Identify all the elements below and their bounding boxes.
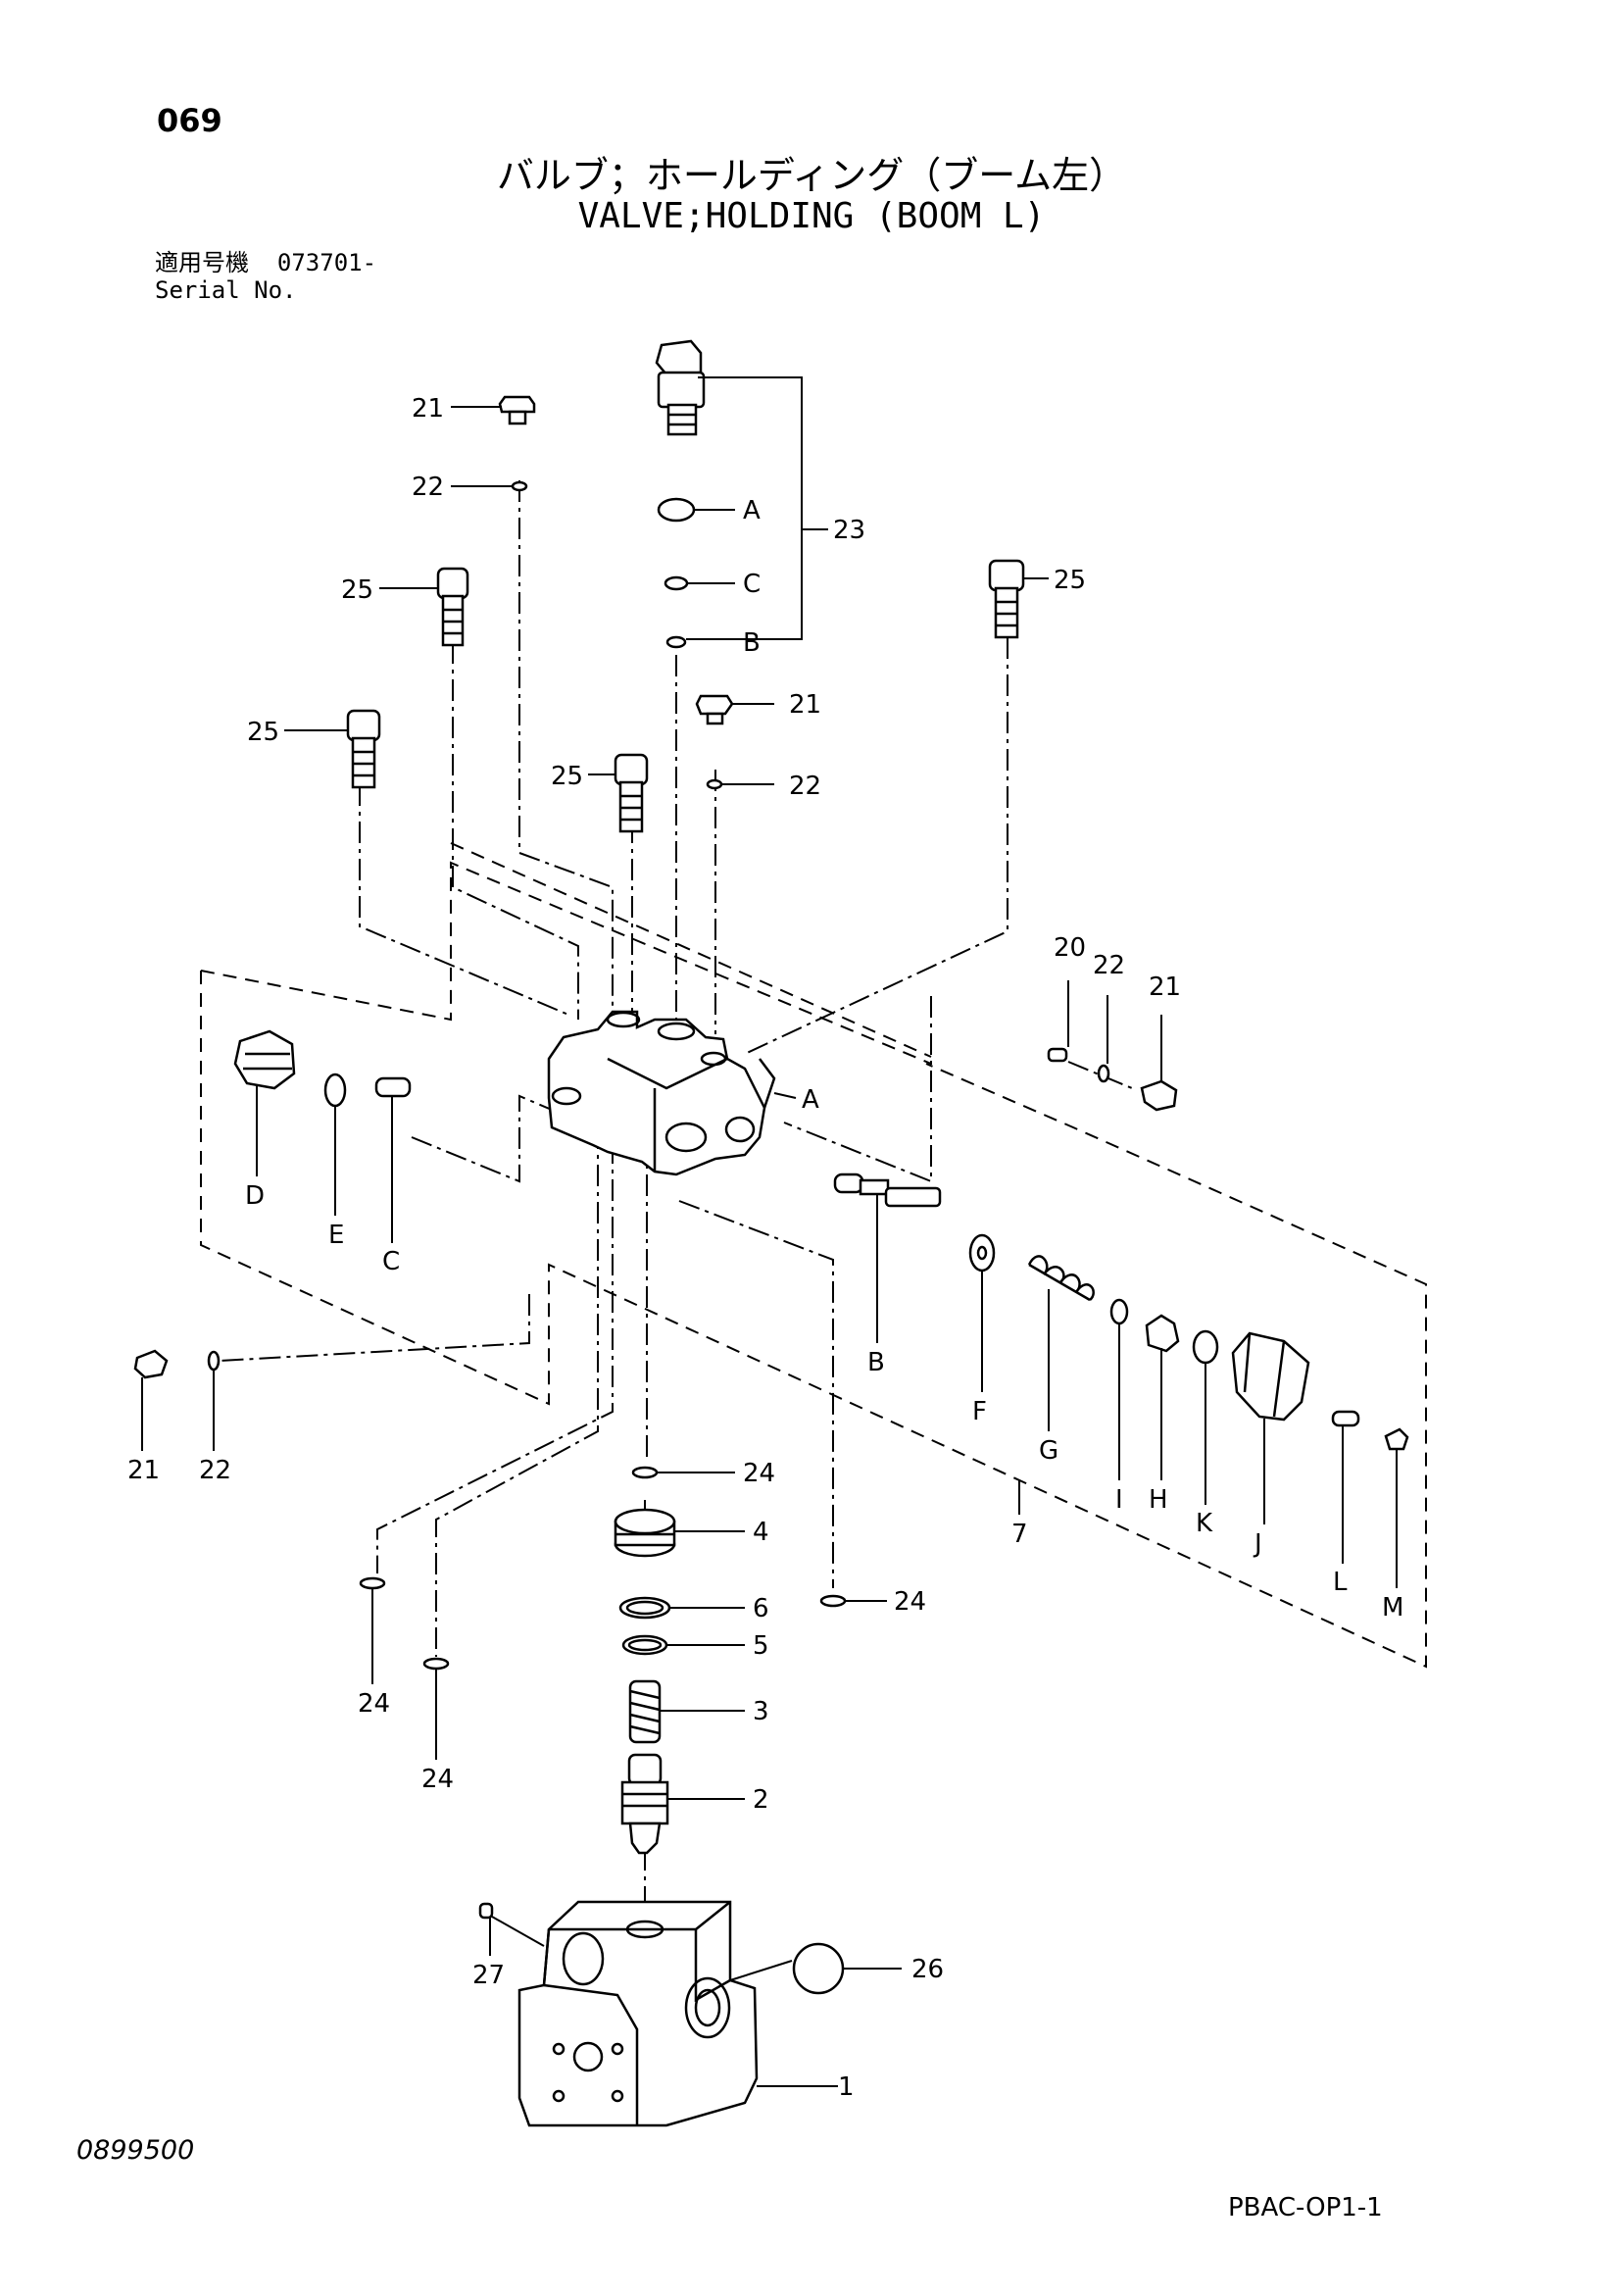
callout-1: 1: [838, 2072, 855, 2102]
callout-27: 27: [472, 1961, 505, 1990]
callout-21: 21: [412, 394, 444, 424]
drawing-code: PBAC-OP1-1: [1228, 2193, 1383, 2222]
callout-22: 22: [789, 772, 821, 801]
cap-J: [1231, 1331, 1310, 1422]
plug-20: [1047, 1047, 1068, 1063]
callout-E: E: [328, 1221, 344, 1250]
callout-22: 22: [412, 473, 444, 502]
plug-21-right: [1140, 1079, 1178, 1112]
valve-body-1: [517, 1900, 759, 2127]
callout-25: 25: [551, 762, 583, 791]
callout-3: 3: [753, 1697, 769, 1726]
callout-25: 25: [341, 575, 373, 605]
callout-J: J: [1253, 1529, 1262, 1559]
callout-4: 4: [753, 1518, 769, 1547]
bolt-25-d: [988, 559, 1025, 639]
callout-24: 24: [743, 1459, 775, 1488]
plug-M: [1384, 1427, 1409, 1451]
bolt-25-b: [346, 709, 381, 789]
title-japanese: バルブ；ホールディング（ブーム左）: [496, 154, 1127, 197]
callout-21: 21: [789, 690, 821, 720]
callout-7: 7: [1011, 1520, 1028, 1549]
callout-21: 21: [127, 1456, 160, 1485]
callout-H: H: [1149, 1485, 1168, 1515]
callout-22: 22: [1093, 951, 1125, 980]
callout-L: L: [1333, 1568, 1348, 1597]
callout-25: 25: [1054, 566, 1086, 595]
callout-C: C: [743, 570, 761, 599]
spring-3: [628, 1679, 662, 1744]
bolt-25-a: [436, 567, 469, 647]
callout-K: K: [1196, 1509, 1213, 1538]
callout-M: M: [1382, 1593, 1403, 1622]
check-valve-23: [655, 339, 706, 436]
callout-20: 20: [1054, 933, 1086, 963]
spring-G: [1027, 1255, 1095, 1302]
piston-4: [614, 1508, 676, 1558]
serial-label-jp: 適用号機: [155, 249, 249, 276]
callout-24: 24: [894, 1587, 926, 1617]
callout-23: 23: [833, 516, 865, 545]
callout-B: B: [743, 628, 761, 658]
plug-21-top: [498, 395, 536, 425]
callout-24: 24: [421, 1765, 454, 1794]
callout-25: 25: [247, 718, 279, 747]
serial-block: 適用号機 073701- Serial No.: [155, 249, 376, 304]
plug-D: [233, 1029, 296, 1090]
callout-I: I: [1115, 1485, 1123, 1515]
document-number: 0899500: [76, 2135, 195, 2166]
callout-F: F: [972, 1397, 987, 1426]
plug-21-left: [133, 1349, 169, 1379]
poppet-H: [1145, 1314, 1180, 1353]
callout-B: B: [867, 1348, 885, 1377]
spool-B: [833, 1173, 942, 1208]
bolt-25-c: [614, 753, 649, 833]
pin-L: [1331, 1410, 1360, 1427]
title-english: VALVE;HOLDING (BOOM L): [577, 196, 1046, 236]
callout-2: 2: [753, 1785, 769, 1815]
pin-C: [374, 1076, 412, 1098]
poppet-2: [620, 1753, 669, 1855]
callout-D: D: [245, 1181, 265, 1211]
o-ring-26: [792, 1942, 845, 1995]
callout-22: 22: [199, 1456, 231, 1485]
valve-housing-assembly: [547, 1010, 776, 1176]
assembly-boundary: [200, 971, 1427, 1669]
callout-5: 5: [753, 1631, 769, 1661]
callout-26: 26: [911, 1955, 944, 1984]
serial-value: 073701-: [276, 249, 377, 276]
serial-label-en: Serial No.: [155, 276, 297, 304]
callout-G: G: [1039, 1436, 1058, 1466]
callout-24: 24: [358, 1689, 390, 1719]
callout-A: A: [743, 496, 761, 525]
page-number: 069: [157, 102, 222, 139]
callout-6: 6: [753, 1594, 769, 1623]
plug-27: [478, 1902, 494, 1920]
plug-21-mid: [695, 694, 734, 725]
callout-A: A: [802, 1085, 819, 1115]
callout-C: C: [382, 1247, 400, 1276]
callout-21: 21: [1149, 973, 1181, 1002]
